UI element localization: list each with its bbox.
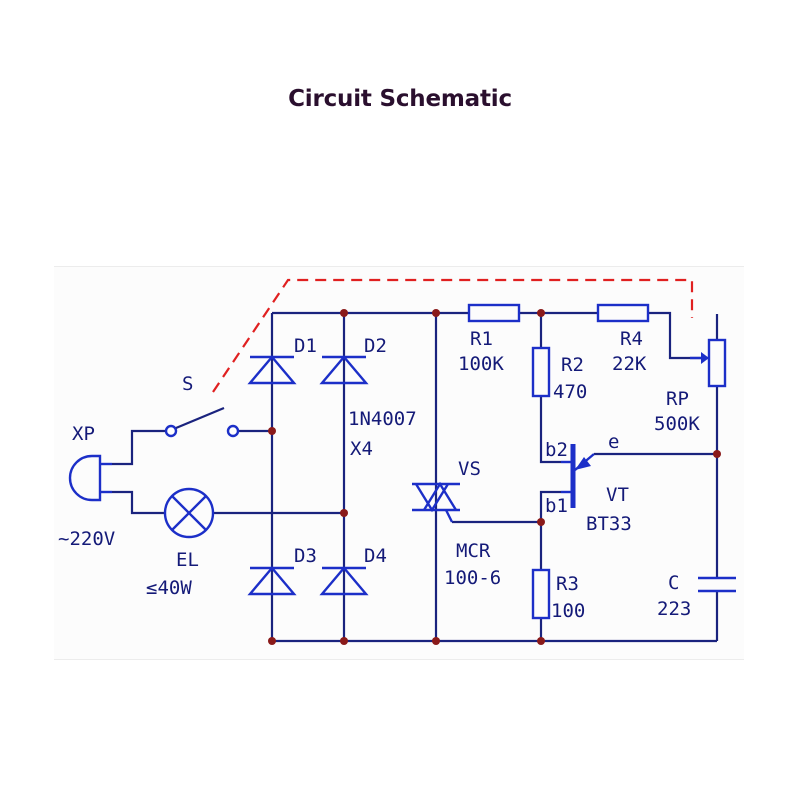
label-mcr: MCR [456,540,491,562]
lamp-el [163,487,215,539]
label-diode-qty: X4 [350,438,373,460]
label-r1: R1 [470,328,493,350]
label-diode-part: 1N4007 [348,408,417,430]
page-title: Circuit Schematic [288,86,512,112]
labels: XP ~220V S EL ≤40W D1 D2 1N4007 X4 D3 D4… [58,328,700,622]
resistor-r3 [531,568,551,620]
label-el: EL [176,549,199,571]
label-d3: D3 [294,545,317,567]
plug-xp [68,454,112,502]
label-e: e [608,431,619,453]
r2-column [539,313,561,464]
label-r3-value: 100 [551,600,585,622]
schematic-frame [54,266,744,660]
label-b1: b1 [545,495,568,517]
label-r3: R3 [556,573,579,595]
label-vt-part: BT33 [586,513,632,535]
label-mcr-part: 100-6 [444,567,501,589]
label-r1-value: 100K [458,353,504,375]
diode-d2 [319,355,369,385]
label-s: S [182,373,193,395]
diode-d3 [247,566,297,596]
label-rp-value: 500K [654,413,700,435]
capacitor-c [698,576,736,593]
label-r4-value: 22K [612,353,647,375]
switch-s [164,406,240,438]
label-rp: RP [666,388,689,410]
label-voltage: ~220V [58,528,115,550]
label-c: C [668,572,679,594]
label-d1: D1 [294,335,317,357]
label-c-value: 223 [657,598,691,620]
triac-vs [412,481,460,523]
transistor-vt [561,444,595,508]
label-b2: b2 [545,439,568,461]
plug-bottom-wire [112,490,164,515]
diode-d4 [319,566,369,596]
plug-top-wire [112,429,166,466]
label-r2-value: 470 [553,381,587,403]
label-el-rating: ≤40W [146,577,192,599]
resistor-r4 [596,303,650,323]
emitter-arrow [575,457,591,470]
label-vt: VT [606,484,629,506]
label-vs: VS [458,458,481,480]
resistor-r1 [467,303,521,323]
label-xp: XP [72,423,95,445]
junctions [268,309,721,645]
potentiometer-rp [690,338,727,388]
diode-d1 [247,355,297,385]
label-r2: R2 [561,354,584,376]
label-d2: D2 [364,335,387,357]
resistor-r2 [531,346,551,398]
label-d4: D4 [364,545,387,567]
label-r4: R4 [620,328,643,350]
